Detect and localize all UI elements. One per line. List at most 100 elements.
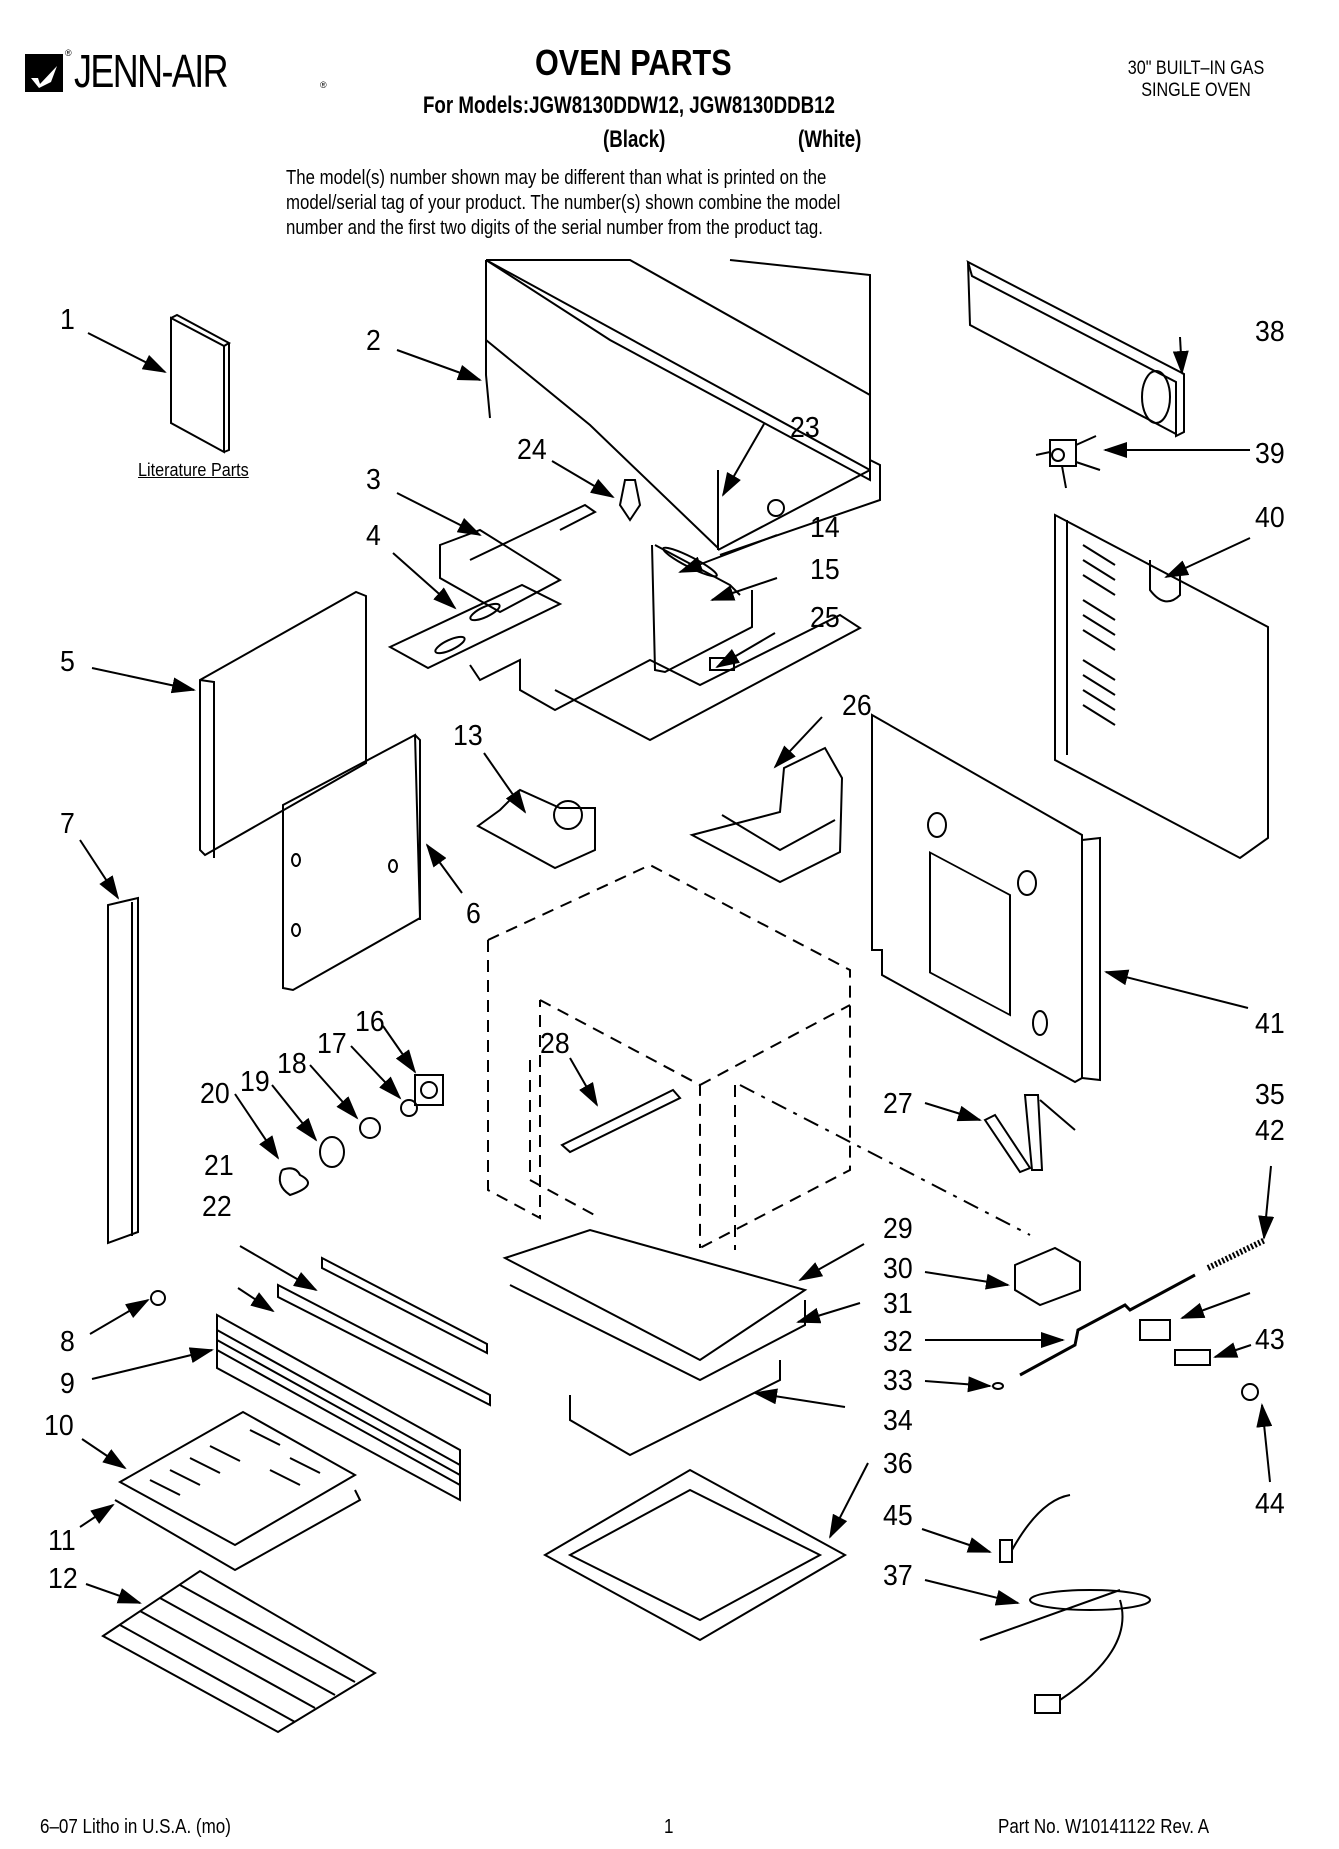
part-screw-44: [1241, 1383, 1259, 1401]
callout: 37: [883, 1560, 913, 1592]
part-thermostat-24: [618, 479, 642, 522]
jenn-air-logo-icon: [25, 54, 63, 92]
part-clip-33: [992, 1382, 1004, 1390]
part-screw-23: [767, 499, 785, 517]
part-bracket: [387, 503, 862, 742]
callout: 5: [60, 646, 75, 678]
part-rod: [1019, 1273, 1196, 1377]
literature-parts-label: Literature Parts: [138, 460, 249, 480]
part-bottom-pans: [502, 1228, 808, 1457]
part-trim-strip: [107, 896, 139, 1245]
callout: 44: [1255, 1488, 1285, 1520]
callout: 22: [202, 1191, 232, 1223]
callout: 40: [1255, 502, 1285, 534]
callout: 36: [883, 1448, 913, 1480]
callout: 28: [540, 1028, 570, 1060]
callout: 23: [790, 412, 820, 444]
callout: 38: [1255, 316, 1285, 348]
product-type: 30" BUILT–IN GAS SINGLE OVEN: [1111, 58, 1281, 102]
part-vent-grille: [216, 1313, 461, 1502]
callout: 12: [48, 1563, 78, 1595]
callout: 19: [240, 1066, 270, 1098]
footer-litho: 6–07 Litho in U.S.A. (mo): [40, 1816, 231, 1838]
callout: 7: [60, 808, 75, 840]
model-note: The model(s) number shown may be differe…: [286, 166, 840, 241]
part-bake-element-cover: [542, 1468, 848, 1642]
registered-mark-icon: ®: [320, 80, 327, 90]
part-spring: [1206, 1237, 1267, 1271]
callout: 26: [842, 690, 872, 722]
callout: 17: [317, 1028, 347, 1060]
callout: 27: [883, 1088, 913, 1120]
part-top-cover: [485, 259, 881, 556]
part-temp-sensor: [999, 1494, 1071, 1563]
part-rail-rack: [560, 1088, 682, 1154]
brand-logo: ® JENN-AIR: [25, 48, 270, 98]
note-line: number and the first two digits of the s…: [286, 217, 823, 239]
callout: 34: [883, 1405, 913, 1437]
part-rear-panel: [1054, 513, 1269, 860]
callout: 30: [883, 1253, 913, 1285]
part-oven-cavity: [487, 863, 851, 1250]
callout: 13: [453, 720, 483, 752]
callout: 41: [1255, 1008, 1285, 1040]
part-power-cord: [979, 1589, 1151, 1714]
part-door-hinge: [983, 1094, 1076, 1174]
part-light-assembly: [278, 1074, 444, 1197]
part-broiler-pan: [114, 1410, 362, 1572]
models-line: For Models:JGW8130DDW12, JGW8130DDB12: [423, 92, 835, 119]
note-line: model/serial tag of your product. The nu…: [286, 192, 841, 214]
callout: 24: [517, 434, 547, 466]
callout: 45: [883, 1500, 913, 1532]
callout: 9: [60, 1368, 75, 1400]
callout: 21: [204, 1150, 234, 1182]
callout: 14: [810, 512, 840, 544]
callout: 35: [1255, 1079, 1285, 1111]
callout: 3: [366, 464, 381, 496]
callout: 18: [277, 1048, 307, 1080]
part-right-panel: [282, 733, 422, 992]
variant-white: (White): [798, 126, 862, 153]
part-oven-rack: [101, 1569, 377, 1734]
callout: 11: [48, 1525, 76, 1557]
callout: 8: [60, 1326, 75, 1358]
part-switch-43: [1174, 1349, 1211, 1366]
brand-name: JENN-AIR: [73, 45, 229, 97]
part-screw-8: [150, 1290, 166, 1306]
callout: 29: [883, 1213, 913, 1245]
leader-arrows: [79, 332, 1275, 1606]
callout: 4: [366, 520, 381, 552]
registered-mark-icon: ®: [65, 48, 72, 58]
page-title: OVEN PARTS: [535, 42, 732, 83]
callout: 1: [60, 304, 75, 336]
callout: 31: [883, 1288, 913, 1320]
part-literature: [170, 313, 232, 454]
part-left-panel: [199, 590, 367, 858]
callout: 20: [200, 1078, 230, 1110]
part-number: Part No. W10141122 Rev. A: [998, 1816, 1210, 1838]
part-bracket-21: [321, 1256, 488, 1355]
callout: 2: [366, 325, 381, 357]
callout: 39: [1255, 438, 1285, 470]
product-type-line: SINGLE OVEN: [1141, 80, 1251, 101]
part-rail: [966, 260, 1185, 438]
callout: 32: [883, 1326, 913, 1358]
callout: 6: [466, 898, 481, 930]
part-fan-motor: [1035, 435, 1101, 489]
page-number: 1: [664, 1816, 674, 1838]
callout: 15: [810, 554, 840, 586]
callout: 10: [44, 1410, 74, 1442]
part-hinge-receiver: [1014, 1246, 1081, 1307]
note-line: The model(s) number shown may be differe…: [286, 167, 827, 189]
part-side-panel: [871, 713, 1101, 1084]
callout: 42: [1255, 1115, 1285, 1147]
part-plate-35: [1139, 1319, 1171, 1341]
part-vent-duct: [689, 746, 844, 884]
callout: 43: [1255, 1324, 1285, 1356]
variant-black: (Black): [603, 126, 666, 153]
product-type-line: 30" BUILT–IN GAS: [1127, 58, 1265, 79]
part-gas-valve: [476, 788, 596, 870]
callout: 25: [810, 602, 840, 634]
part-bracket-22: [277, 1283, 491, 1407]
